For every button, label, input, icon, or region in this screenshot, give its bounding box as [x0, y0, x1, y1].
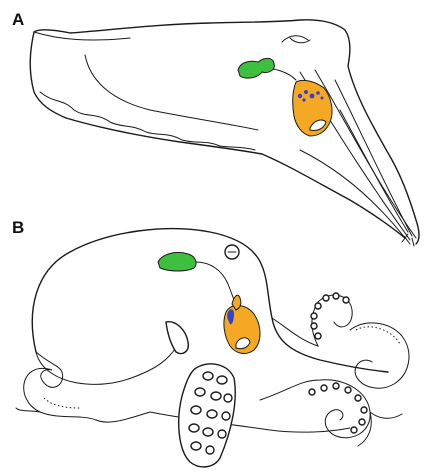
octopus-siphon — [166, 322, 188, 354]
octopus-arm-upper-right — [272, 295, 352, 346]
octopus-mantle-outline — [32, 229, 388, 372]
octopus-arm-lower-right-tip — [358, 412, 402, 446]
octopus-body-line — [36, 340, 180, 384]
panel-a-label: A — [12, 10, 24, 29]
octopus-green-structure — [158, 252, 196, 271]
octopus-arm-left-suckers — [44, 398, 80, 408]
octopus-arm-right-coil — [350, 323, 409, 388]
cuttlefish-inner-mantle-line — [85, 55, 258, 130]
octopus-arm-upper-right-suckers — [311, 293, 349, 339]
cuttlefish-arm-5 — [300, 150, 405, 238]
panel-b-label: B — [12, 218, 24, 237]
octopus-illustration — [16, 229, 409, 467]
octopus-nerve-connector — [196, 262, 236, 306]
cuttlefish-illustration — [30, 20, 419, 246]
octopus-arm-right-coil-suckers — [356, 327, 400, 344]
cuttlefish-eye — [282, 36, 310, 43]
octopus-arm-left-curl — [24, 352, 150, 422]
cuttlefish-arm-3 — [335, 80, 412, 236]
cuttlefish-arm-2 — [315, 70, 416, 238]
cuttlefish-fin-edge — [40, 92, 255, 150]
cuttlefish-green-structure — [238, 58, 274, 78]
cuttlefish-fin-top — [34, 32, 130, 40]
